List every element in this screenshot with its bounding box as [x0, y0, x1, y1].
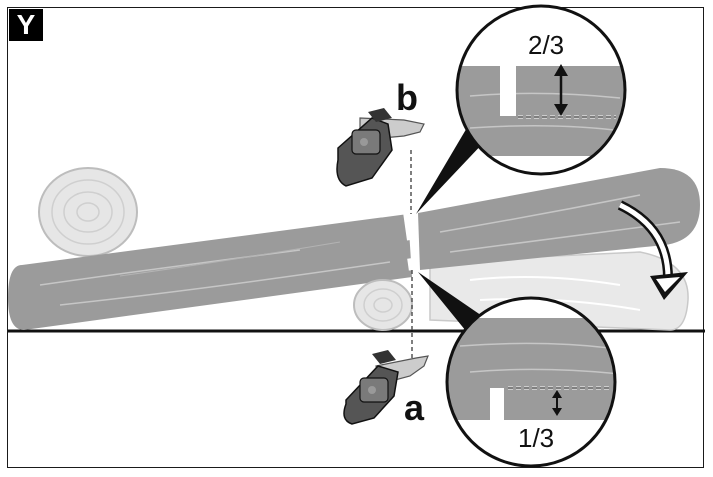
bottom-cut-label: a	[404, 387, 425, 428]
main-log-right	[418, 168, 700, 270]
support-log-back	[38, 167, 138, 257]
bottom-detail-callout	[445, 296, 617, 468]
top-callout-pointer	[416, 126, 486, 214]
top-cut-gap	[403, 212, 417, 241]
chainsaw-bottom-icon	[343, 350, 429, 425]
bottom-callout-pointer	[418, 272, 488, 336]
figure-label: Y	[9, 9, 43, 41]
support-log-small	[353, 279, 413, 331]
top-ratio-label: 2/3	[528, 30, 564, 60]
bottom-cut-gap	[407, 257, 419, 271]
top-detail-callout	[455, 4, 627, 176]
chainsaw-top-icon	[336, 108, 425, 187]
main-log-left	[8, 214, 412, 330]
bottom-ratio-label: 1/3	[518, 423, 554, 453]
top-cut-label: b	[396, 77, 418, 118]
